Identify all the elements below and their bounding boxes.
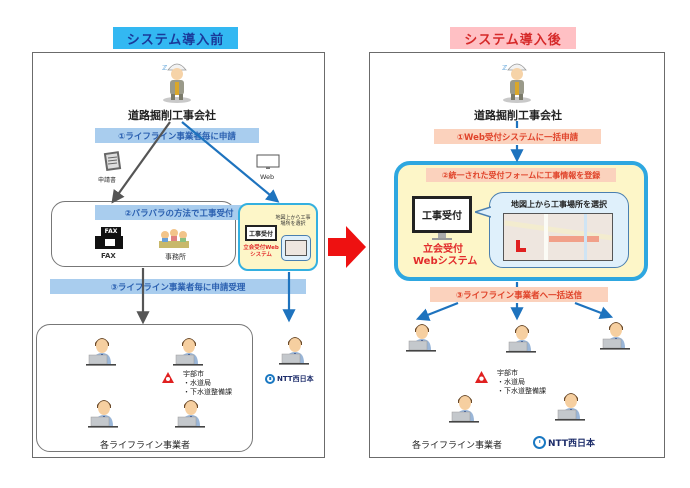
municipality-dept-sewer: ・下水道整備課 — [183, 388, 232, 397]
bubble-tail — [475, 206, 491, 218]
ntt-ring-icon — [533, 436, 546, 449]
municipality-dept-water: ・水道局 — [497, 378, 525, 387]
after-operators-label: 各ライフライン事業者 — [412, 441, 503, 451]
before-step3-bar: ③ライフライン事業者毎に申請受理 — [50, 279, 306, 294]
municipality-dept-water: ・水道局 — [183, 379, 211, 388]
after-title: システム導入後 — [450, 27, 576, 49]
small-monitor: 工事受付 — [245, 225, 277, 241]
after-step2-bar: ②統一された受付フォームに工事情報を登録 — [426, 168, 616, 182]
office-worker-icon — [405, 320, 439, 356]
municipality-dept-sewer: ・下水道整備課 — [497, 387, 546, 396]
map-thumbnail — [503, 213, 613, 261]
office-worker-icon — [554, 389, 588, 425]
after-step3-bar: ③ライフライン事業者へ一括送信 — [430, 287, 608, 302]
svg-text:ℤ: ℤ — [162, 64, 167, 72]
office-worker-icon — [505, 321, 539, 357]
municipality-name: 宇部市 — [497, 369, 518, 377]
monitor-stand — [438, 233, 446, 238]
after-company-label: 道路掘削工事会社 — [474, 109, 562, 122]
before-title: システム導入前 — [113, 27, 238, 49]
lifeline-operators-box — [36, 324, 253, 452]
office-worker-icon — [448, 391, 482, 427]
after-step1-bar: ①Web受付システムに一括申請 — [434, 129, 601, 144]
map-select-text: 地図上から工事場所を選択 — [511, 200, 607, 209]
fax-icon-label: FAX — [101, 227, 121, 236]
small-map-select-text: 地図上から工事場所を選択 — [275, 215, 311, 227]
before-operators-label: 各ライフライン事業者 — [100, 441, 191, 451]
system-name-line1: 立会受付 — [423, 244, 463, 255]
web-monitor-icon — [256, 154, 280, 169]
location-marker-icon — [516, 240, 526, 252]
ntt-label: NTT西日本 — [277, 375, 314, 383]
construction-worker-icon: ℤ — [162, 63, 191, 103]
ube-city-logo-icon — [162, 372, 174, 383]
before-ntt-logo: NTT西日本 — [265, 374, 314, 384]
reception-monitor: 工事受付 — [412, 196, 472, 233]
office-worker-icon — [278, 333, 312, 369]
transition-arrow-icon — [328, 226, 366, 268]
application-form-icon — [103, 151, 122, 172]
small-map-thumbnail — [285, 240, 307, 256]
municipality-name: 宇部市 — [183, 370, 204, 378]
monitor-base — [432, 238, 452, 240]
office-worker-icon — [599, 318, 633, 354]
ntt-label: NTT西日本 — [548, 439, 596, 449]
office-worker-icon — [87, 396, 121, 432]
office-people-icon — [159, 229, 189, 248]
small-system-name: 立会受付Webシステム — [243, 245, 279, 258]
office-worker-icon — [174, 396, 208, 432]
ntt-ring-icon — [265, 374, 275, 384]
before-municipality: 宇部市 ・水道局 ・下水道整備課 — [183, 370, 232, 397]
svg-text:ℤ: ℤ — [502, 64, 507, 72]
fax-label: FAX — [101, 252, 116, 260]
system-name: 立会受付 Webシステム — [413, 244, 478, 268]
before-step1-bar: ①ライフライン事業者毎に申請 — [95, 128, 259, 143]
office-label: 事務所 — [165, 253, 186, 261]
after-ntt-logo: NTT西日本 — [533, 436, 595, 449]
before-company-label: 道路掘削工事会社 — [128, 109, 216, 122]
office-worker-icon — [172, 334, 206, 370]
application-form-label: 申請書 — [98, 177, 117, 184]
before-step2-bar: ②バラバラの方法で工事受付 — [95, 205, 263, 220]
construction-worker-icon: ℤ — [502, 63, 531, 103]
office-worker-icon — [85, 334, 119, 370]
ube-city-logo-icon — [475, 371, 488, 383]
after-municipality: 宇部市 ・水道局 ・下水道整備課 — [497, 369, 546, 396]
system-name-line2: Webシステム — [413, 256, 478, 267]
fax-icon: FAX — [95, 227, 123, 249]
web-label: Web — [260, 173, 275, 181]
